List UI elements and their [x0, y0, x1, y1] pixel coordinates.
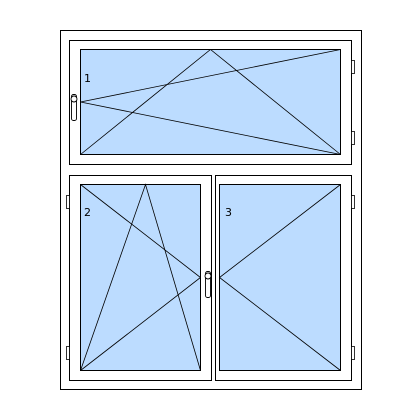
hinge-icon: [66, 346, 70, 360]
pane-3-label: 3: [225, 206, 232, 219]
pane-1-label: 1: [84, 72, 91, 85]
pane-1-handle[interactable]: [70, 94, 78, 121]
pane-2-opening-lines: [80, 183, 202, 371]
hinge-icon: [351, 131, 355, 145]
pane-1-opening-lines: [80, 48, 341, 155]
pane-3-opening-lines: [218, 184, 341, 371]
hinge-icon: [351, 346, 355, 360]
pane-2-handle[interactable]: [204, 271, 212, 298]
handle-rosette-icon: [70, 95, 78, 103]
pane-3-glass: [219, 184, 341, 371]
handle-rosette-icon: [204, 272, 212, 280]
pane-2-glass: [80, 184, 201, 371]
pane-2-label: 2: [84, 206, 91, 219]
hinge-icon: [351, 195, 355, 209]
pane-1-glass: [80, 49, 341, 155]
hinge-icon: [351, 60, 355, 74]
hinge-icon: [66, 195, 70, 209]
